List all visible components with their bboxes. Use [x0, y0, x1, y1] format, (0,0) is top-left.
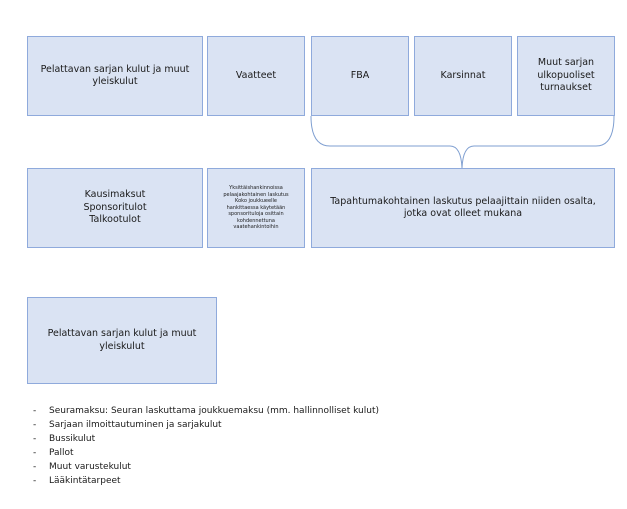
box-sarjan-kulut: Pelattavan sarjan kulut ja muut yleiskul…: [27, 36, 203, 116]
box-sarjan-kulut-2: Pelattavan sarjan kulut ja muut yleiskul…: [27, 297, 217, 384]
box-vaatteet: Vaatteet: [207, 36, 305, 116]
cost-list: -Seuramaksu: Seuran laskuttama joukkuema…: [33, 404, 379, 488]
box-tulot: Kausimaksut Sponsoritulot Talkootulot: [27, 168, 203, 248]
box-tapahtumalaskutus: Tapahtumakohtainen laskutus pelaajittain…: [311, 168, 615, 248]
list-item: -Sarjaan ilmoittautuminen ja sarjakulut: [33, 420, 222, 430]
list-item: -Lääkintätarpeet: [33, 476, 121, 486]
list-item: -Pallot: [33, 448, 74, 458]
list-item: -Seuramaksu: Seuran laskuttama joukkuema…: [33, 406, 379, 416]
box-fba: FBA: [311, 36, 409, 116]
box-muut-turnaukset: Muut sarjan ulkopuoliset turnaukset: [517, 36, 615, 116]
box-karsinnat: Karsinnat: [414, 36, 512, 116]
box-vaatehankinnat: Yksittäishankinnoissa pelaajakohtainen l…: [207, 168, 305, 248]
list-item: -Muut varustekulut: [33, 462, 131, 472]
list-item: -Bussikulut: [33, 434, 96, 444]
